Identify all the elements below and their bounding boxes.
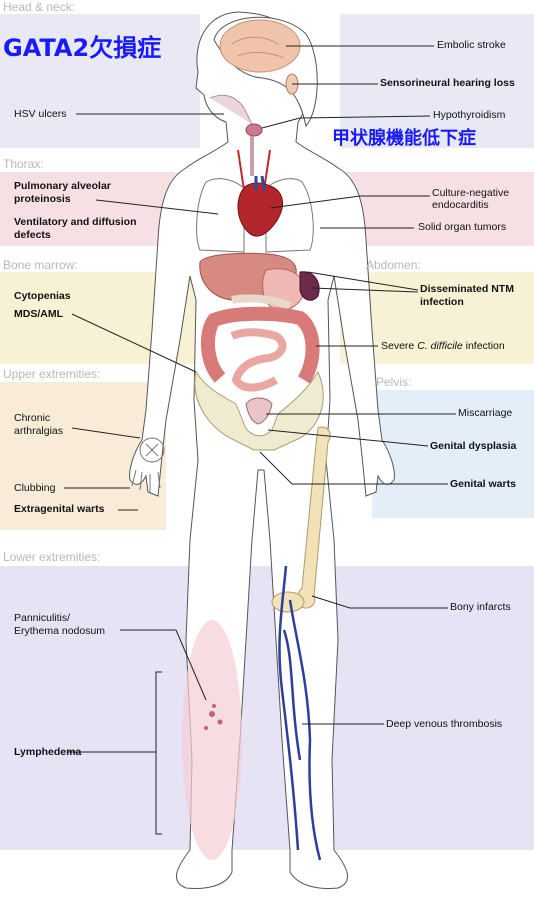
section-thorax: Thorax: (3, 157, 44, 171)
label-mds-aml: MDS/AML (14, 308, 63, 320)
section-abdomen: Abdomen: (366, 258, 421, 272)
leg-veins (278, 565, 322, 861)
label-cdiff-pre: Severe (381, 340, 418, 352)
label-culture-line1: Culture-negative (432, 187, 510, 199)
section-upper-extremities: Upper extremities: (3, 367, 101, 381)
label-hsv-ulcers: HSV ulcers (14, 108, 67, 120)
label-culture-line2: endocarditis (432, 199, 489, 211)
uterus (245, 397, 273, 425)
section-head-neck: Head & neck: (3, 0, 76, 14)
thorax-panel-right (340, 172, 534, 246)
label-genital-warts: Genital warts (450, 478, 516, 490)
section-lower-extremities: Lower extremities: (3, 550, 101, 564)
small-intestine (230, 328, 287, 392)
label-cdiff-italic: C. difficile (417, 340, 463, 352)
lymphedema-shading (182, 620, 242, 860)
left-lung (196, 178, 245, 253)
label-clubbing: Clubbing (14, 482, 56, 494)
knee (271, 591, 305, 613)
label-pap-line1: Pulmonary alveolar (14, 180, 111, 192)
pelvis-panel (372, 390, 534, 518)
label-pap-line2: proteinosis (14, 193, 71, 205)
label-miscarriage: Miscarriage (458, 407, 513, 419)
label-ntm-line2: infection (420, 296, 464, 308)
label-bony-infarcts: Bony infarcts (450, 601, 511, 613)
label-panniculitis-line1: Panniculitis/ (14, 612, 71, 624)
thyroid (245, 123, 263, 137)
label-ntm-line1: Disseminated NTM (420, 283, 514, 295)
label-deep-venous-thrombosis: Deep venous thrombosis (386, 718, 503, 730)
label-solid-organ-tumors: Solid organ tumors (418, 221, 507, 233)
label-hypothyroidism: Hypothyroidism (433, 109, 506, 121)
label-embolic-stroke: Embolic stroke (437, 39, 506, 51)
spleen (299, 271, 320, 301)
overlay-subtitle: 甲状腺機能低下症 (332, 128, 476, 149)
head-neck-panel-right (340, 14, 534, 148)
section-pelvis: Pelvis: (376, 375, 412, 389)
label-sensorineural-hearing-loss: Sensorineural hearing loss (380, 77, 515, 89)
label-cdiff: Severe C. difficile infection (381, 340, 505, 353)
label-vent-line1: Ventilatory and diffusion (14, 216, 137, 228)
label-chronic-line1: Chronic (14, 412, 51, 424)
label-chronic-line2: arthralgias (14, 425, 64, 437)
section-bone-marrow: Bone marrow: (3, 258, 78, 272)
hand-bones (131, 437, 165, 492)
overlay-title: GATA2欠損症 (3, 34, 162, 62)
label-vent-line2: defects (14, 229, 51, 241)
label-cdiff-post: infection (462, 340, 505, 352)
label-cytopenias: Cytopenias (14, 290, 71, 302)
label-genital-dysplasia: Genital dysplasia (430, 440, 517, 452)
head-neck-panel-left (0, 14, 200, 148)
femur (296, 426, 331, 609)
pelvis-bone (194, 370, 324, 451)
lower-extremities-panel (0, 566, 534, 850)
label-extragenital-warts: Extragenital warts (14, 503, 105, 515)
large-intestine (200, 306, 320, 384)
label-lymphedema: Lymphedema (14, 746, 82, 758)
label-panniculitis-line2: Erythema nodosum (14, 625, 106, 637)
leader-lines (64, 45, 456, 835)
